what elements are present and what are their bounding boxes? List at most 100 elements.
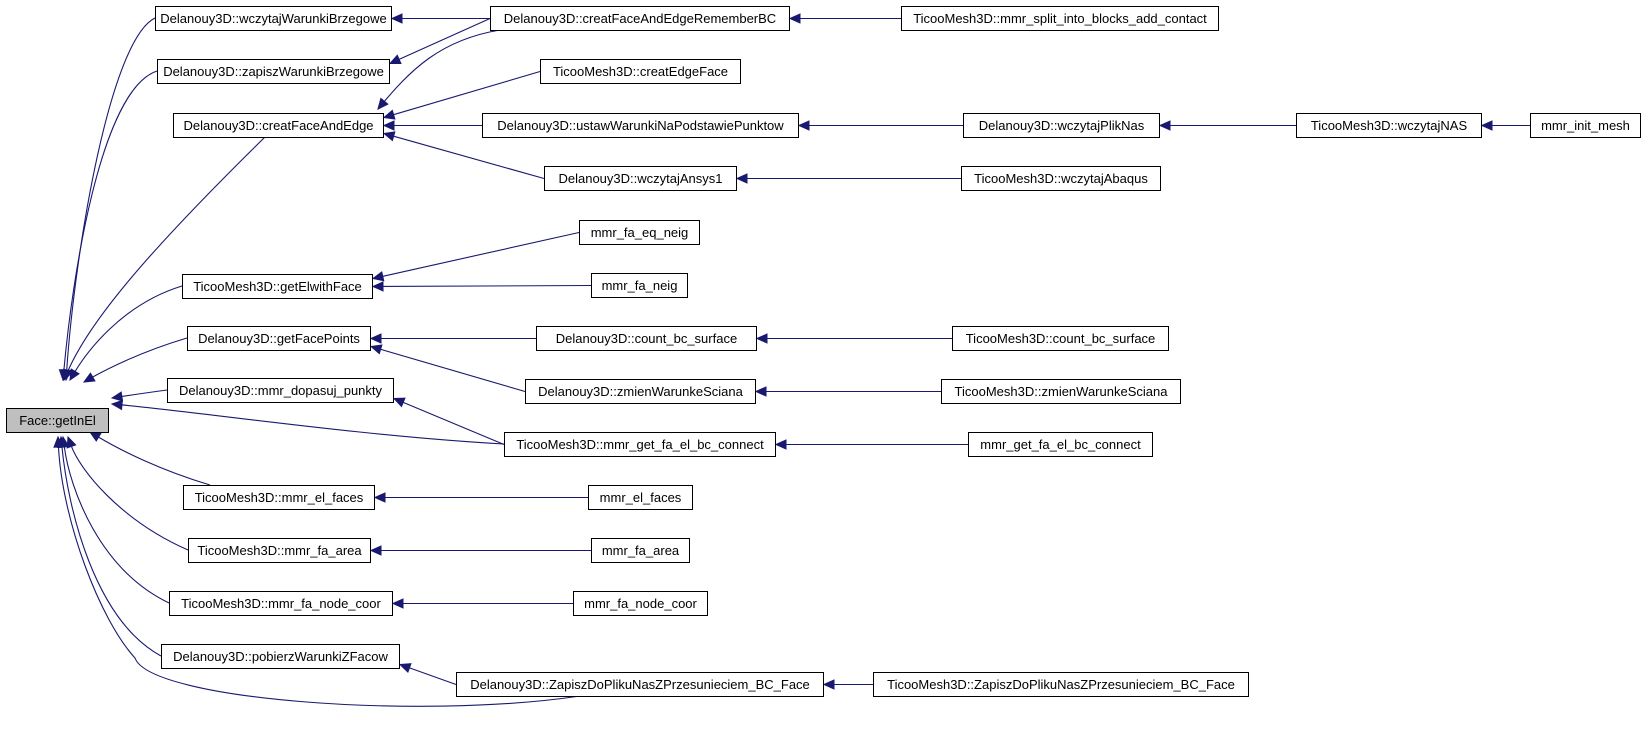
graph-node-mmr-fa-neig[interactable]: mmr_fa_neig (591, 273, 688, 298)
graph-node-ticoomesh3d-wczytajabaqus[interactable]: TicooMesh3D::wczytajAbaqus (961, 166, 1161, 191)
edge-line (70, 445, 189, 551)
edge-n8-to-root (66, 435, 189, 551)
node-box (588, 485, 693, 510)
edge-k5-to-m8 (754, 386, 941, 397)
graph-node-delanouy3d-mmr-dopasuj-punkty[interactable]: Delanouy3D::mmr_dopasuj_punkty (167, 378, 394, 403)
edge-line (381, 284, 592, 288)
graph-node-mmr-get-fa-el-bc-connect[interactable]: mmr_get_fa_el_bc_connect (968, 432, 1153, 457)
graph-edges (53, 13, 1530, 707)
node-box (167, 378, 394, 403)
node-box (544, 166, 737, 191)
edge-line (63, 445, 170, 604)
edge-line (379, 348, 526, 393)
graph-node-ticoomesh3d-mmr-fa-area[interactable]: TicooMesh3D::mmr_fa_area (188, 538, 371, 563)
edge-m10-to-n7 (373, 492, 588, 503)
edge-line (67, 136, 266, 372)
node-box (169, 591, 393, 616)
node-box (183, 485, 375, 510)
edge-line (402, 401, 505, 446)
graph-node-ticoomesh3d-wczytajnas[interactable]: TicooMesh3D::wczytajNAS (1296, 113, 1482, 138)
graph-node-face-getinel[interactable]: Face::getInEl (6, 408, 109, 433)
graph-node-delanouy3d-count-bc-surface[interactable]: Delanouy3D::count_bc_surface (536, 326, 757, 351)
edge-k4-to-m7 (755, 333, 952, 344)
graph-node-delanouy3d-zapiszdoplikunaszprzesunieciem-bc-face[interactable]: Delanouy3D::ZapiszDoPlikuNasZPrzesunieci… (456, 672, 824, 697)
node-label: Delanouy3D::ZapiszDoPlikuNasZPrzesunieci… (470, 677, 810, 692)
graph-node-mmr-fa-node-coor[interactable]: mmr_fa_node_coor (573, 591, 708, 616)
node-label: Delanouy3D::zmienWarunkeSciana (538, 384, 744, 399)
graph-node-delanouy3d-pobierzwarunkizfacow[interactable]: Delanouy3D::pobierzWarunkiZFacow (161, 644, 400, 669)
graph-node-ticoomesh3d-createdgeface[interactable]: TicooMesh3D::creatEdgeFace (540, 59, 741, 84)
graph-node-delanouy3d-getfacepoints[interactable]: Delanouy3D::getFacePoints (187, 326, 371, 351)
edge-arrowhead (1158, 120, 1171, 131)
node-label: mmr_init_mesh (1541, 118, 1630, 133)
graph-node-ticoomesh3d-count-bc-surface[interactable]: TicooMesh3D::count_bc_surface (952, 326, 1169, 351)
edge-line (381, 231, 580, 278)
graph-node-delanouy3d-wczytajpliknas[interactable]: Delanouy3D::wczytajPlikNas (963, 113, 1160, 138)
edge-arrowhead (369, 344, 383, 355)
node-box (173, 113, 384, 138)
node-label: Delanouy3D::creatFaceAndEdgeRememberBC (504, 11, 776, 26)
graph-node-ticoomesh3d-mmr-fa-node-coor[interactable]: TicooMesh3D::mmr_fa_node_coor (169, 591, 393, 616)
graph-node-delanouy3d-wczytajansys1[interactable]: Delanouy3D::wczytajAnsys1 (544, 166, 737, 191)
edge-arrowhead (1480, 120, 1493, 131)
graph-node-delanouy3d-ustawwarunkinapodstawiepunktow[interactable]: Delanouy3D::ustawWarunkiNaPodstawiePunkt… (482, 113, 799, 138)
edge-m3-to-n3 (382, 120, 482, 131)
edge-line (61, 445, 162, 657)
graph-node-delanouy3d-zmienwarunkesciana[interactable]: Delanouy3D::zmienWarunkeSciana (525, 379, 756, 404)
edge-arrowhead (371, 281, 384, 292)
node-box (456, 672, 824, 697)
node-label: Delanouy3D::count_bc_surface (556, 331, 737, 346)
node-label: mmr_el_faces (600, 490, 682, 505)
edge-k6-to-m9 (774, 439, 968, 450)
edge-line (397, 17, 491, 61)
graph-node-mmr-el-faces[interactable]: mmr_el_faces (588, 485, 693, 510)
graph-node-delanouy3d-creatfaceandedge[interactable]: Delanouy3D::creatFaceAndEdge (173, 113, 384, 138)
edge-m1-to-n1 (390, 13, 490, 24)
node-label: Delanouy3D::pobierzWarunkiZFacow (173, 649, 388, 664)
edge-m13-to-n10 (398, 663, 457, 686)
node-label: Delanouy3D::wczytajWarunkiBrzegowe (160, 11, 386, 26)
graph-node-ticoomesh3d-mmr-split-into-blocks-add-contact[interactable]: TicooMesh3D::mmr_split_into_blocks_add_c… (901, 6, 1219, 31)
edge-arrowhead (398, 663, 412, 673)
graph-node-delanouy3d-zapiszwarunkibrzegowe[interactable]: Delanouy3D::zapiszWarunkiBrzegowe (157, 59, 390, 84)
node-label: mmr_get_fa_el_bc_connect (980, 437, 1141, 452)
node-box (490, 6, 790, 31)
node-label: Delanouy3D::ustawWarunkiNaPodstawiePunkt… (497, 118, 784, 133)
graph-node-delanouy3d-wczytajwarunkibrzegowe[interactable]: Delanouy3D::wczytajWarunkiBrzegowe (155, 6, 392, 31)
edge-arrowhead (390, 13, 403, 24)
edge-line (392, 70, 541, 116)
graph-node-ticoomesh3d-zmienwarunkesciana[interactable]: TicooMesh3D::zmienWarunkeSciana (941, 379, 1181, 404)
edge-n10-to-root (56, 435, 162, 657)
node-box (155, 6, 392, 31)
edge-arrowhead (755, 333, 768, 344)
node-box (941, 379, 1181, 404)
node-box (161, 644, 400, 669)
node-label: TicooMesh3D::mmr_el_faces (195, 490, 364, 505)
edge-line (63, 70, 158, 372)
graph-node-mmr-fa-area[interactable]: mmr_fa_area (591, 538, 690, 563)
graph-node-mmr-init-mesh[interactable]: mmr_init_mesh (1530, 113, 1641, 138)
graph-node-ticoomesh3d-zapiszdoplikunaszprzesunieciem-bc-face[interactable]: TicooMesh3D::ZapiszDoPlikuNasZPrzesuniec… (873, 672, 1249, 697)
edge-h1-to-j1 (1480, 120, 1530, 131)
edge-m2-to-n3 (382, 70, 541, 120)
edge-arrowhead (382, 120, 395, 131)
node-box (525, 379, 756, 404)
edge-m9-to-n6 (392, 397, 505, 446)
graph-node-ticoomesh3d-mmr-get-fa-el-bc-connect[interactable]: TicooMesh3D::mmr_get_fa_el_bc_connect (504, 432, 776, 457)
edge-k7-to-m13 (822, 679, 873, 690)
node-box (873, 672, 1249, 697)
graph-node-delanouy3d-creatfaceandedgerememberbc[interactable]: Delanouy3D::creatFaceAndEdgeRememberBC (490, 6, 790, 31)
edge-n1-to-root (61, 17, 156, 382)
graph-node-ticoomesh3d-getelwithface[interactable]: TicooMesh3D::getElwithFace (182, 274, 373, 299)
node-box (1296, 113, 1482, 138)
graph-node-ticoomesh3d-mmr-el-faces[interactable]: TicooMesh3D::mmr_el_faces (183, 485, 375, 510)
edge-arrowhead (391, 598, 404, 609)
graph-node-mmr-fa-eq-neig[interactable]: mmr_fa_eq_neig (579, 220, 700, 245)
edge-line (57, 445, 581, 707)
edge-arrowhead (774, 439, 787, 450)
node-label: Delanouy3D::getFacePoints (198, 331, 360, 346)
node-label: mmr_fa_node_coor (584, 596, 697, 611)
edge-line (392, 135, 545, 180)
node-box (579, 220, 700, 245)
